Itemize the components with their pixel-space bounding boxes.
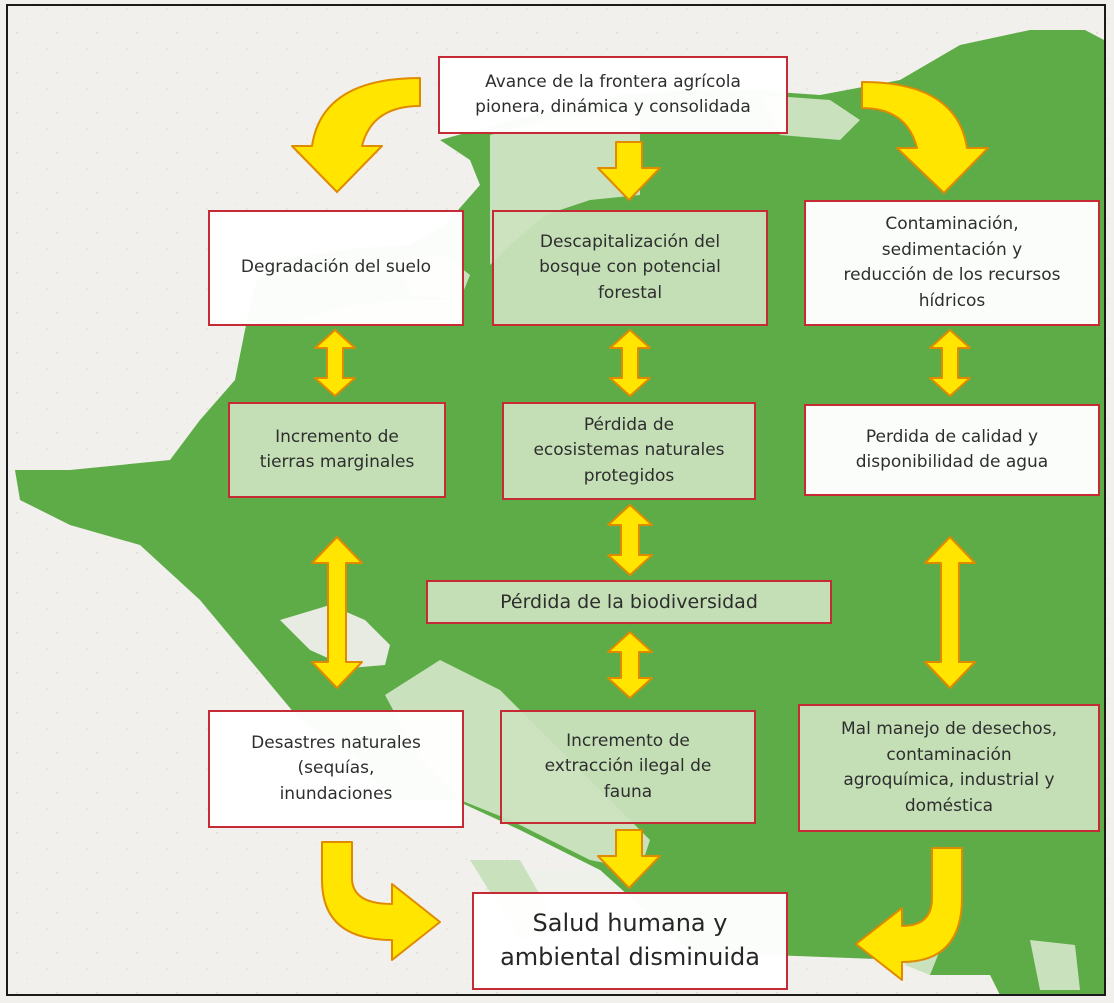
arrow-top-to-water (861, 81, 989, 194)
arrow-water-waterquality (929, 329, 971, 397)
arrow-soil-marginal (314, 329, 356, 397)
node-natural-disasters: Desastres naturales (sequías, inundacion… (208, 710, 464, 828)
arrow-marginal-disasters (311, 536, 363, 689)
node-water-quality-label: Perdida de calidad y disponibilidad de a… (855, 426, 1049, 473)
node-human-health-label: Salud humana y ambiental disminuida (500, 909, 760, 971)
arrow-disasters-to-health (321, 841, 441, 961)
node-water-contamination: Contaminación, sedimentación y reducción… (804, 200, 1100, 326)
node-biodiversity-loss: Pérdida de la biodiversidad (426, 580, 832, 624)
node-marginal-lands: Incremento de tierras marginales (228, 402, 446, 498)
node-water-contamination-label: Contaminación, sedimentación y reducción… (843, 214, 1061, 311)
node-ecosystem-loss-label: Pérdida de ecosistemas naturales protegi… (533, 414, 725, 486)
arrow-biodiversity-fauna (607, 631, 653, 699)
node-biodiversity-loss-label: Pérdida de la biodiversidad (500, 590, 758, 613)
node-natural-disasters-label: Desastres naturales (sequías, inundacion… (251, 732, 421, 804)
arrow-ecosystems-biodiversity (607, 504, 653, 576)
node-illegal-fauna-label: Incremento de extracción ilegal de fauna (544, 730, 712, 802)
node-soil-degradation: Degradación del suelo (208, 210, 464, 326)
node-waste-management: Mal manejo de desechos, contaminación ag… (798, 704, 1100, 832)
arrow-fauna-to-health (597, 829, 661, 889)
node-marginal-lands-label: Incremento de tierras marginales (259, 426, 415, 473)
arrow-forest-ecosystems (609, 329, 651, 397)
arrow-waterquality-waste (924, 536, 976, 689)
diagram-frame (6, 4, 1106, 996)
arrow-top-to-forest (597, 141, 661, 201)
node-water-quality: Perdida de calidad y disponibilidad de a… (804, 404, 1100, 496)
node-soil-degradation-label: Degradación del suelo (240, 257, 432, 278)
node-agricultural-frontier: Avance de la frontera agrícola pionera, … (438, 56, 788, 134)
node-waste-management-label: Mal manejo de desechos, contaminación ag… (841, 719, 1057, 816)
node-illegal-fauna: Incremento de extracción ilegal de fauna (500, 710, 756, 824)
arrow-top-to-soil (291, 77, 421, 193)
node-forest-decapitalization-label: Descapitalización del bosque con potenci… (539, 231, 721, 303)
node-human-health: Salud humana y ambiental disminuida (472, 892, 788, 990)
node-forest-decapitalization: Descapitalización del bosque con potenci… (492, 210, 768, 326)
node-agricultural-frontier-label: Avance de la frontera agrícola pionera, … (475, 71, 751, 118)
arrow-waste-to-health (855, 847, 963, 981)
node-ecosystem-loss: Pérdida de ecosistemas naturales protegi… (502, 402, 756, 500)
